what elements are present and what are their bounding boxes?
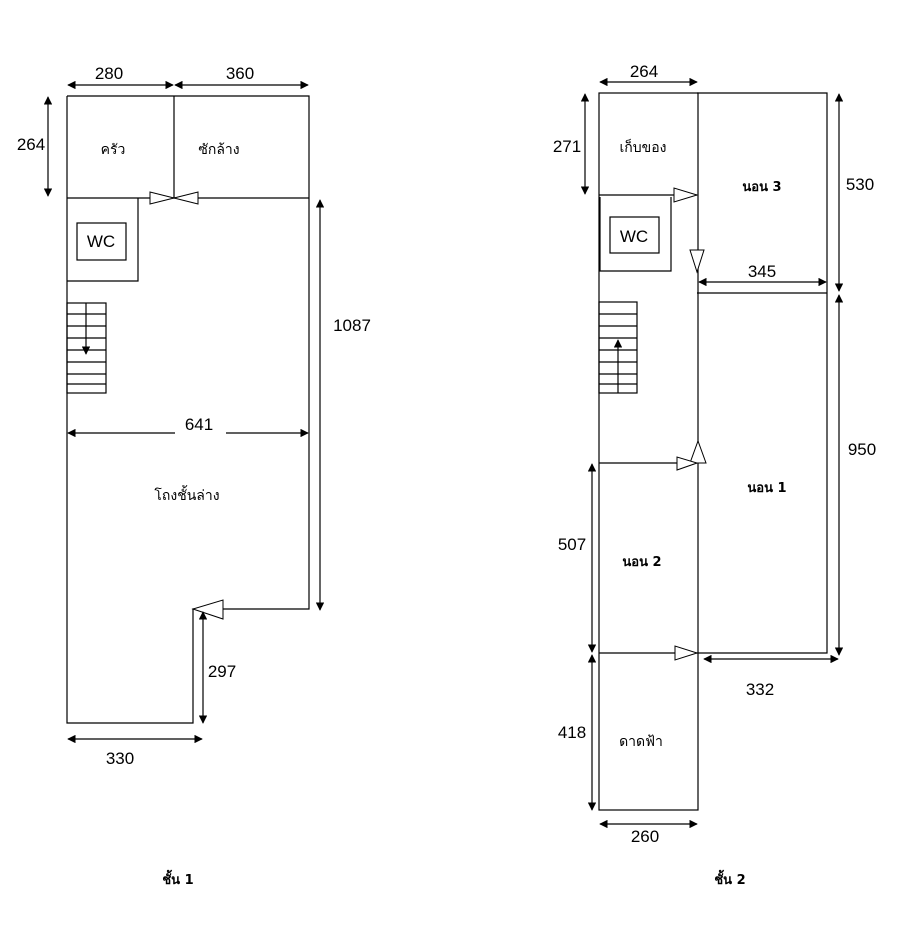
floor1-outer-wall bbox=[66, 95, 310, 724]
floor2-door-storage bbox=[673, 187, 699, 203]
floor2-bedroom2-label: นอน 2 bbox=[622, 555, 661, 570]
floor2-dim-507: 507 bbox=[558, 535, 586, 554]
floor1-dim-280: 280 bbox=[95, 64, 123, 83]
floor1-wc-wall bbox=[67, 198, 139, 282]
floor1-wc-label: WC bbox=[87, 232, 115, 251]
floor1-caption: ชั้น 1 bbox=[162, 869, 193, 888]
floor2-wc-label: WC bbox=[620, 227, 648, 246]
floor2-dim-345: 345 bbox=[748, 262, 776, 281]
floor1-dim-1087: 1087 bbox=[333, 316, 371, 335]
floor2-caption: ชั้น 2 bbox=[714, 869, 745, 888]
floor2-dim-260: 260 bbox=[631, 827, 659, 846]
floor1-dim-360: 360 bbox=[226, 64, 254, 83]
floor2-wc-wall bbox=[599, 197, 672, 272]
floor1-door-laundry bbox=[173, 191, 199, 205]
floor2-storage-label: เก็บของ bbox=[620, 138, 667, 156]
floor1-wc-box bbox=[76, 222, 127, 261]
floor2-dim-530: 530 bbox=[846, 175, 874, 194]
floor2-door-terrace bbox=[674, 645, 699, 661]
floor2-dim-418: 418 bbox=[558, 723, 586, 742]
floor1-dim-297: 297 bbox=[208, 662, 236, 681]
floor2-dim-271: 271 bbox=[553, 137, 581, 156]
floor2-bedroom3-label: นอน 3 bbox=[742, 180, 781, 195]
floor1-dim-641: 641 bbox=[185, 415, 213, 434]
floor1-kitchen-label: ครัว bbox=[101, 142, 126, 158]
floor2-left-column-wall bbox=[598, 92, 699, 811]
floor2-dim-264: 264 bbox=[630, 62, 658, 81]
floor2-terrace-label: ดาดฟ้า bbox=[619, 734, 663, 750]
floor2-door-bedroom1 bbox=[689, 439, 707, 464]
floor1-laundry-label: ซักล้าง bbox=[198, 142, 239, 158]
floor1-door-kitchen bbox=[149, 191, 175, 205]
floor2-dim-950: 950 bbox=[848, 440, 876, 459]
floor1-dim-330: 330 bbox=[106, 749, 134, 768]
floor2-door-bedroom3 bbox=[689, 249, 705, 274]
floor2-bedroom-block-wall bbox=[697, 92, 828, 654]
floor1-dim-264: 264 bbox=[17, 135, 45, 154]
floor2-door-bedroom2 bbox=[676, 456, 699, 471]
floor2-stairs bbox=[598, 301, 638, 394]
floor1-plan: WC ครัว ซักล้าง โถงชั้นล่าง bbox=[17, 64, 371, 888]
floor2-plan: WC เก็บของ นอน 3 นอน 1 นอน 2 ดาดฟ้า bbox=[553, 62, 876, 888]
floor1-door-entrance bbox=[191, 599, 224, 620]
floor1-hall-label: โถงชั้นล่าง bbox=[154, 485, 219, 504]
floor2-wc-box bbox=[609, 216, 660, 254]
floor2-dim-332: 332 bbox=[746, 680, 774, 699]
floor2-bedroom1-label: นอน 1 bbox=[747, 481, 786, 496]
floor1-stairs bbox=[66, 302, 107, 394]
